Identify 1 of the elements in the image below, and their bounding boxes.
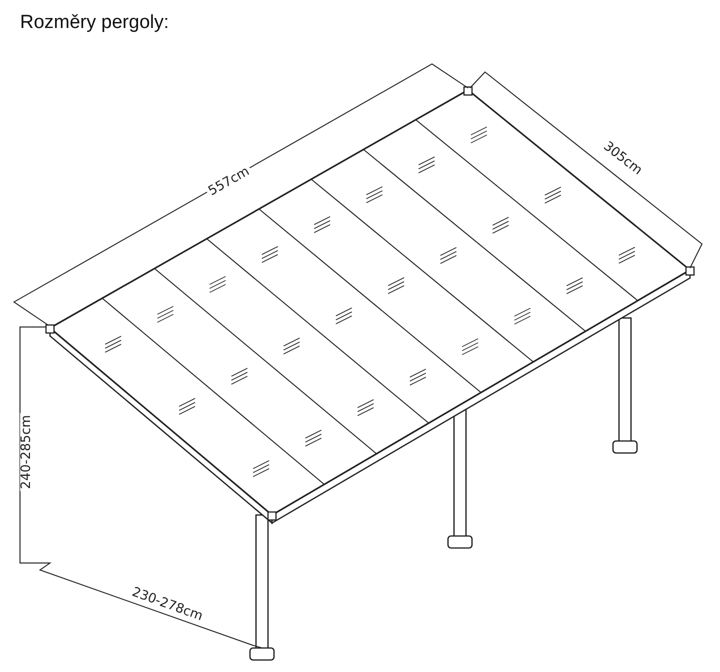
diagram-title: Rozměry pergoly:: [20, 12, 169, 34]
